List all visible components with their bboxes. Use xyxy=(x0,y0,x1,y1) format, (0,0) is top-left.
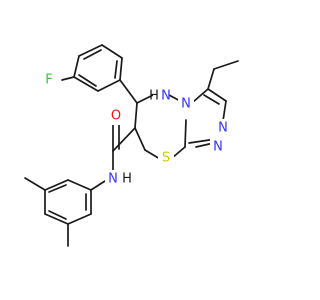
atom-oxygen: O xyxy=(111,109,121,124)
bond xyxy=(134,102,138,129)
bond xyxy=(171,146,186,159)
bond xyxy=(44,213,69,225)
bond xyxy=(101,44,123,59)
atom-hydrogen-nh: H xyxy=(149,89,159,104)
bond xyxy=(97,79,121,92)
bond-double xyxy=(83,49,102,60)
atom-fluorine: F xyxy=(45,73,52,88)
bond xyxy=(112,127,136,152)
bond-double xyxy=(48,184,67,193)
molecule-diagram: F N H N N N S O N H xyxy=(24,44,239,247)
atom-nitrogen-amide: N xyxy=(108,172,118,187)
bond xyxy=(73,76,99,92)
atom-nitrogen-triazole-b: N xyxy=(213,140,223,155)
bond xyxy=(134,127,146,151)
bond xyxy=(78,44,103,57)
bond xyxy=(90,180,106,191)
bond-double xyxy=(207,88,227,102)
bond-double xyxy=(78,74,97,87)
bond xyxy=(119,79,138,104)
bonds xyxy=(24,44,239,247)
bond xyxy=(213,60,239,70)
atom-hydrogen-amide: H xyxy=(122,172,132,187)
bond xyxy=(192,88,209,103)
bond xyxy=(44,179,69,191)
atom-nitrogen-triazole-a: N xyxy=(218,121,228,136)
bond-double xyxy=(203,94,220,105)
bond xyxy=(24,177,46,191)
bond xyxy=(67,179,92,191)
bond xyxy=(73,55,80,78)
bond-double xyxy=(114,60,118,79)
bond xyxy=(136,94,154,104)
bond xyxy=(222,100,227,122)
bond xyxy=(119,57,123,81)
structure-drawing: F N H N N N S O N H xyxy=(24,44,239,247)
bond xyxy=(61,76,75,81)
bond xyxy=(184,119,187,148)
atom-labels: F N H N N N S O N H xyxy=(42,71,231,188)
bond xyxy=(207,68,215,90)
bond xyxy=(144,149,161,160)
bond xyxy=(67,213,92,225)
atom-nitrogen-bridge: N xyxy=(181,97,191,112)
bond-double xyxy=(48,210,67,220)
atom-nitrogen-nh: N xyxy=(161,89,171,104)
atom-sulfur: S xyxy=(162,151,170,166)
